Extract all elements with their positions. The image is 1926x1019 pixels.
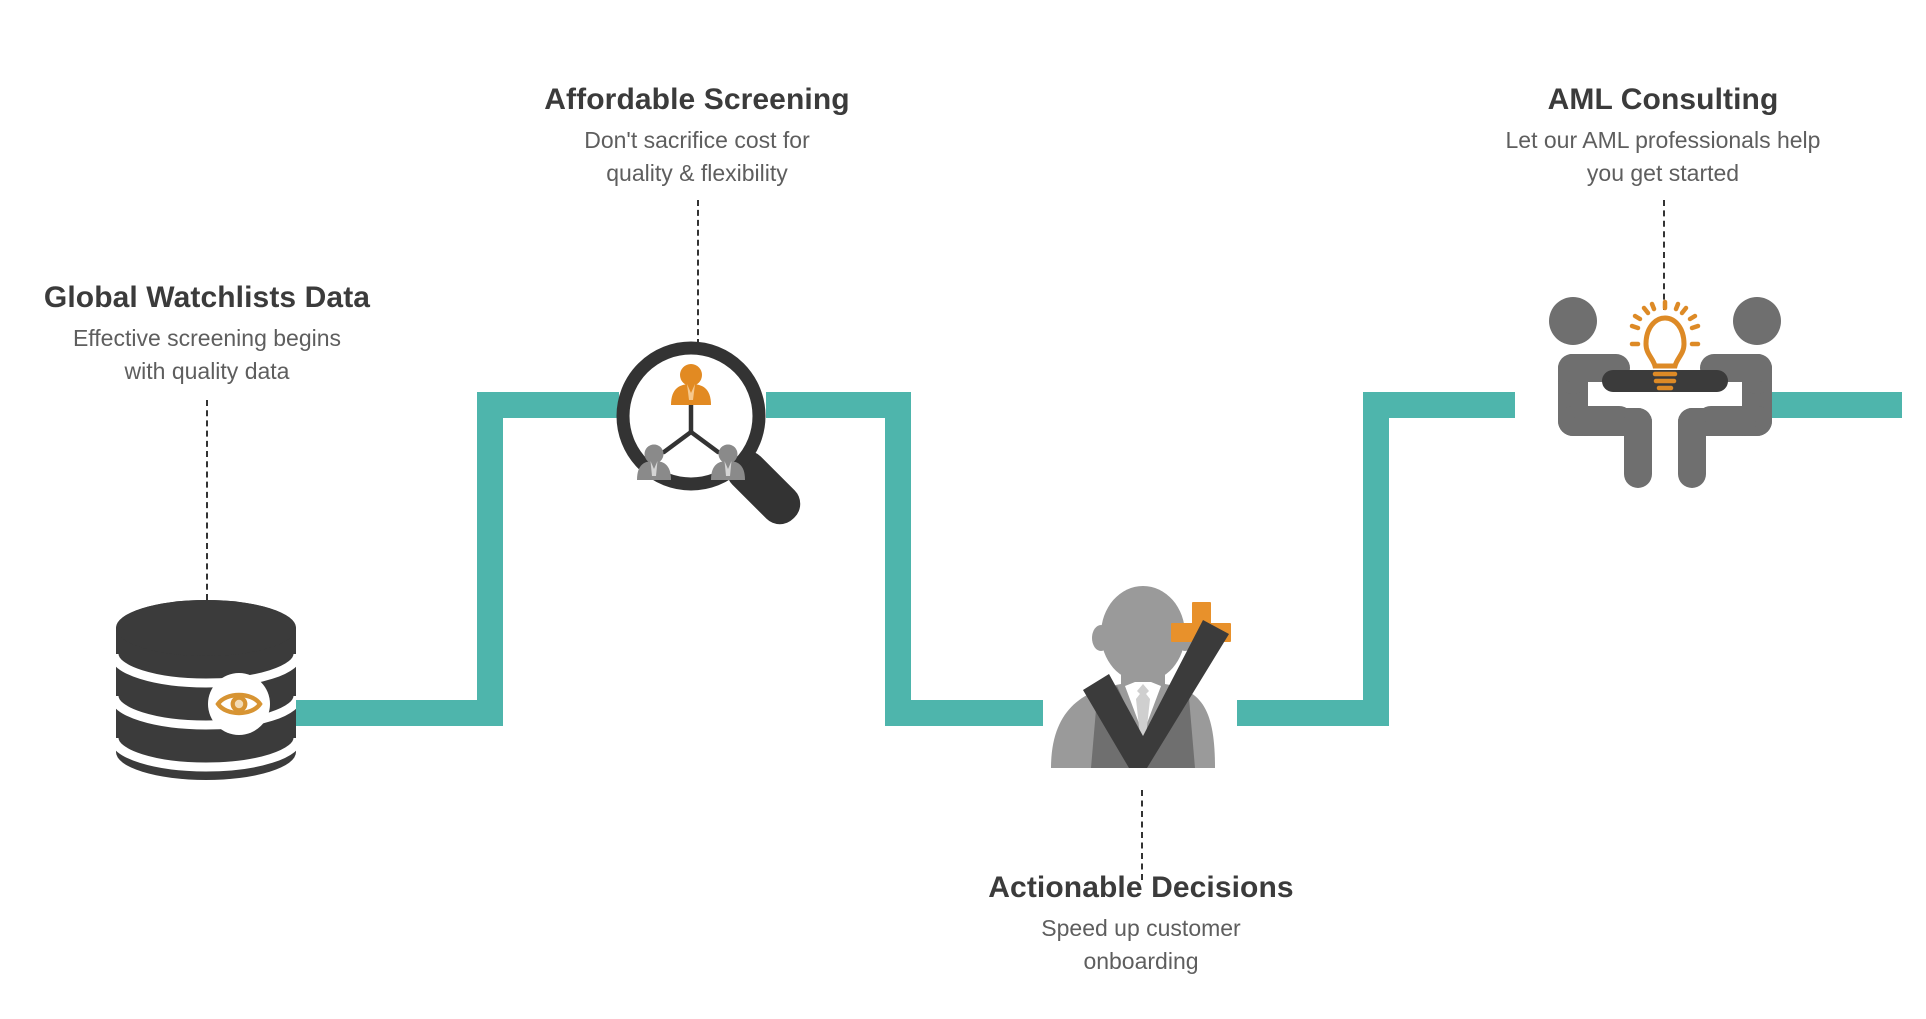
- step-subtitle-line: with quality data: [124, 358, 290, 385]
- step-subtitle-line: you get started: [1586, 160, 1740, 187]
- connector-actionable-decisions: [1141, 790, 1143, 880]
- path-segment-riser-2: [1363, 392, 1389, 726]
- step-subtitle: Speed up customer onboarding: [956, 912, 1326, 977]
- step-title: Affordable Screening: [544, 83, 850, 116]
- step-subtitle-line: Don't sacrifice cost for: [584, 127, 810, 154]
- step-title: Global Watchlists Data: [43, 281, 371, 314]
- step-title: Actionable Decisions: [988, 871, 1294, 904]
- person-check-plus-icon: [1043, 586, 1243, 768]
- label-aml-consulting: AML Consulting Let our AML professionals…: [1463, 82, 1863, 190]
- connector-affordable-screening: [697, 200, 699, 345]
- path-segment-high-left: [477, 392, 619, 418]
- path-segment-riser-1: [477, 392, 503, 726]
- path-segment-descender-1: [885, 392, 911, 726]
- connector-global-watchlists: [206, 400, 208, 600]
- step-subtitle-line: Effective screening begins: [72, 325, 342, 352]
- consulting-lightbulb-icon: [1540, 296, 1790, 488]
- database-eye-icon: [108, 600, 304, 790]
- step-subtitle: Don't sacrifice cost for quality & flexi…: [512, 124, 882, 189]
- label-affordable-screening: Affordable Screening Don't sacrifice cos…: [512, 82, 882, 190]
- step-subtitle-line: Let our AML professionals help: [1505, 127, 1821, 154]
- path-segment-low-left: [295, 700, 477, 726]
- connector-aml-consulting: [1663, 200, 1665, 310]
- path-segment-high-right: [1363, 392, 1515, 418]
- step-subtitle-line: Speed up customer: [1041, 915, 1241, 942]
- step-subtitle-line: quality & flexibility: [606, 160, 788, 187]
- path-segment-low-mid-left: [885, 700, 1043, 726]
- step-subtitle: Effective screening begins with quality …: [22, 322, 392, 387]
- label-global-watchlists-data: Global Watchlists Data Effective screeni…: [22, 280, 392, 388]
- step-title: AML Consulting: [1547, 83, 1779, 116]
- label-actionable-decisions: Actionable Decisions Speed up customer o…: [956, 870, 1326, 978]
- step-subtitle: Let our AML professionals help you get s…: [1463, 124, 1863, 189]
- path-segment-tail: [1752, 392, 1902, 418]
- magnifier-org-chart-icon: [612, 340, 812, 525]
- step-subtitle-line: onboarding: [1083, 948, 1199, 975]
